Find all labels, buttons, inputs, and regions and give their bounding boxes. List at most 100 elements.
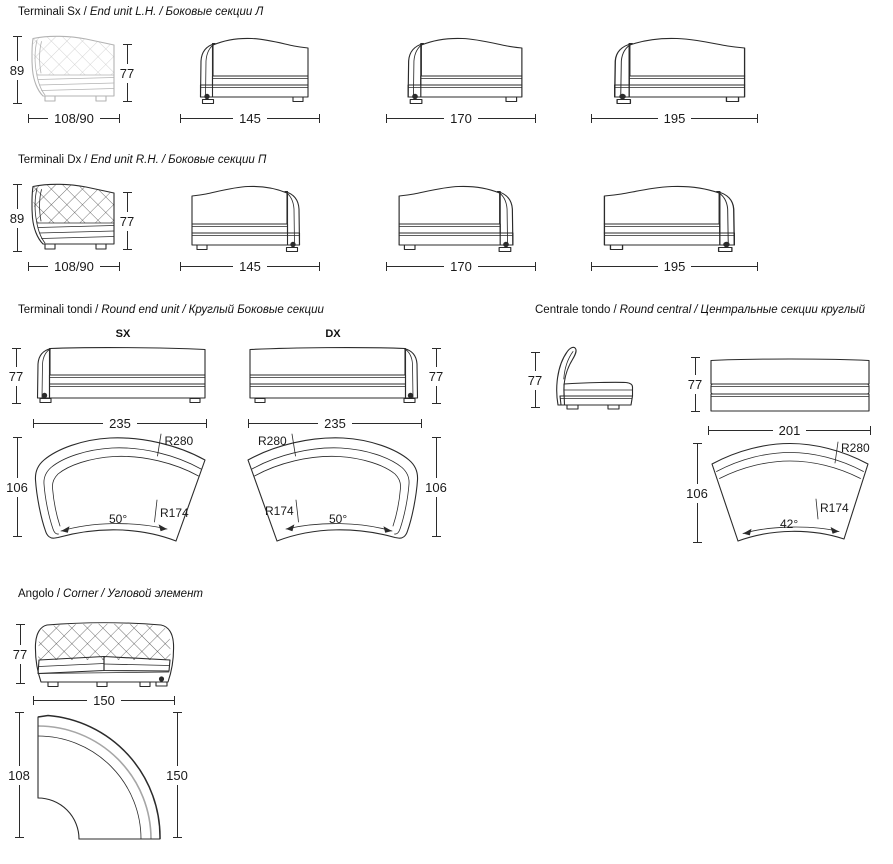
width-dim-108-90-sx: 108/90 — [28, 110, 121, 126]
dim-tick — [692, 542, 702, 543]
title-russian: Боковые секции П — [168, 154, 267, 166]
dim-value: 77 — [119, 213, 135, 229]
dim-value: 150 — [93, 692, 115, 708]
dim-line — [696, 502, 698, 542]
dim-value: 106 — [686, 485, 708, 501]
dim-tick — [12, 36, 22, 37]
dim-tick — [11, 403, 21, 404]
round-central-front-drawing — [710, 358, 870, 412]
title-russian: Круглый Боковые секции — [188, 304, 324, 316]
width-dim-195-dx: 195 — [591, 258, 759, 274]
dim-line — [592, 117, 658, 119]
title-separator: / — [694, 304, 698, 316]
dim-tick — [11, 348, 21, 349]
dim-line — [181, 265, 234, 267]
title-separator: / — [161, 154, 166, 166]
dim-value: 108/90 — [54, 110, 94, 126]
dim-value: 145 — [239, 110, 261, 126]
round-central-plan-drawing: R280 R174 42° — [711, 441, 870, 542]
dim-value: 77 — [687, 377, 703, 392]
dim-tick — [14, 837, 24, 838]
dim-tick — [172, 712, 182, 713]
dim-line — [266, 265, 320, 267]
height-dim-77-central-front: 77 — [682, 357, 708, 412]
sofa-195-sx-drawing — [614, 37, 746, 105]
dim-tick — [12, 536, 22, 537]
dim-value: 145 — [239, 258, 261, 274]
dim-line — [126, 193, 128, 212]
height-dim-89-dx: 89 — [4, 184, 30, 252]
angle-label: 50° — [109, 512, 127, 526]
width-dim-170-sx: 170 — [386, 110, 537, 126]
dim-line — [181, 117, 234, 119]
dim-line — [18, 784, 20, 837]
dim-line — [29, 265, 49, 267]
dim-tick — [172, 837, 182, 838]
dim-value: 150 — [166, 767, 188, 783]
dim-value: 77 — [428, 368, 444, 384]
title-english: Round end unit — [101, 304, 180, 316]
dim-line — [15, 385, 17, 403]
dim-line — [435, 349, 437, 367]
width-dim-201: 201 — [708, 422, 872, 438]
dim-line — [99, 265, 120, 267]
width-dim-150-corner: 150 — [33, 692, 176, 708]
dim-tick — [122, 101, 132, 102]
dim-tick — [12, 251, 22, 252]
dim-value: 108/90 — [54, 258, 94, 274]
dim-line — [99, 117, 120, 119]
dim-tick — [431, 437, 441, 438]
width-dim-170-dx: 170 — [386, 258, 537, 274]
height-dim-77-round-sx: 77 — [3, 348, 29, 404]
dim-tick — [206, 418, 208, 428]
dim-line — [126, 82, 128, 101]
title-separator: / — [83, 6, 87, 18]
dim-line — [694, 358, 696, 375]
dim-line — [18, 713, 20, 766]
dim-line — [19, 625, 21, 645]
depth-dim-106-central: 106 — [684, 443, 710, 543]
dim-tick — [386, 113, 387, 123]
dim-line — [136, 422, 207, 424]
dim-line — [806, 429, 871, 431]
title-separator: / — [95, 304, 99, 316]
dim-line — [126, 45, 128, 64]
title-separator: / — [84, 154, 88, 166]
dim-line — [351, 422, 422, 424]
dim-tick — [692, 443, 702, 444]
title-italian: Angolo — [18, 588, 54, 600]
sofa-170-sx-drawing — [407, 37, 523, 105]
dim-value: 89 — [9, 210, 25, 226]
dim-value: 201 — [778, 422, 801, 438]
round-end-dx-plan-drawing: R280 R174 50° — [247, 433, 419, 542]
dim-line — [16, 37, 18, 61]
dim-line — [16, 438, 18, 478]
radius-outer-label: R280 — [165, 434, 194, 448]
dim-line — [19, 663, 21, 683]
width-dim-145-dx: 145 — [180, 258, 321, 274]
dim-line — [435, 438, 437, 478]
section-title-angolo: Angolo/Corner/Угловой элемент — [18, 588, 203, 600]
dim-line — [387, 117, 445, 119]
dim-line — [176, 784, 178, 837]
dim-tick — [431, 536, 441, 537]
dim-tick — [119, 261, 121, 271]
dim-tick — [33, 695, 34, 705]
dim-value: 108 — [8, 767, 30, 783]
dim-line — [126, 230, 128, 249]
dim-line — [387, 265, 445, 267]
dim-value: 89 — [9, 62, 25, 78]
dim-tick — [119, 113, 121, 123]
dim-line — [691, 117, 758, 119]
dim-line — [534, 389, 536, 407]
dim-value: 106 — [6, 479, 28, 495]
width-dim-108-90-dx: 108/90 — [28, 258, 121, 274]
depth-dim-106-dx: 106 — [423, 437, 449, 537]
dim-value: 235 — [324, 415, 346, 431]
dim-tick — [757, 113, 759, 123]
title-italian: Terminali tondi — [18, 304, 93, 316]
title-separator: / — [159, 6, 163, 18]
dim-line — [120, 699, 175, 701]
dim-line — [16, 185, 18, 209]
dim-tick — [174, 695, 176, 705]
